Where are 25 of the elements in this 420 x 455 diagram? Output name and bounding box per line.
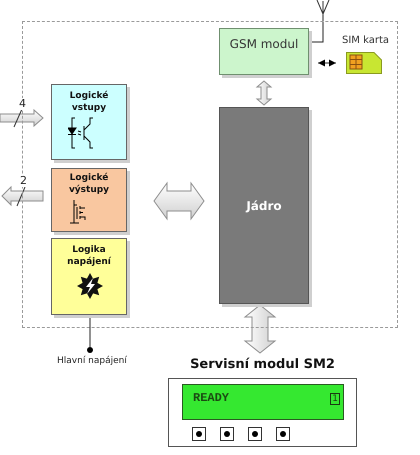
display-indicator: 1: [330, 393, 340, 405]
sim-label: SIM karta: [342, 35, 390, 47]
block-arrow: [1, 186, 44, 206]
panel-title: Servisní modul SM2: [189, 357, 336, 373]
block-box: [51, 238, 127, 315]
block-box: [51, 84, 127, 160]
double-arrow: [318, 60, 336, 66]
block-double-arrow: [256, 80, 272, 106]
edge-label: 2: [19, 175, 28, 187]
block-arrow: [0, 108, 44, 128]
edge-label: 4: [18, 98, 27, 110]
block-title: Logické vstupy: [68, 90, 110, 114]
block-title: Logika napájení: [66, 244, 112, 268]
block-double-arrow: [244, 304, 276, 354]
block-box: [51, 168, 127, 232]
module-title: GSM modul: [228, 36, 300, 51]
lcd-display: [182, 384, 344, 420]
terminal-label: Hlavní napájení: [57, 356, 127, 367]
antenna-symbol: [316, 0, 330, 15]
block-title: Jádro: [246, 198, 282, 212]
module-box: [219, 28, 309, 75]
block-title: Logické výstupy: [68, 172, 110, 196]
display-text: READY: [193, 391, 230, 405]
core-block: [219, 107, 309, 304]
block-double-arrow: [153, 181, 205, 221]
